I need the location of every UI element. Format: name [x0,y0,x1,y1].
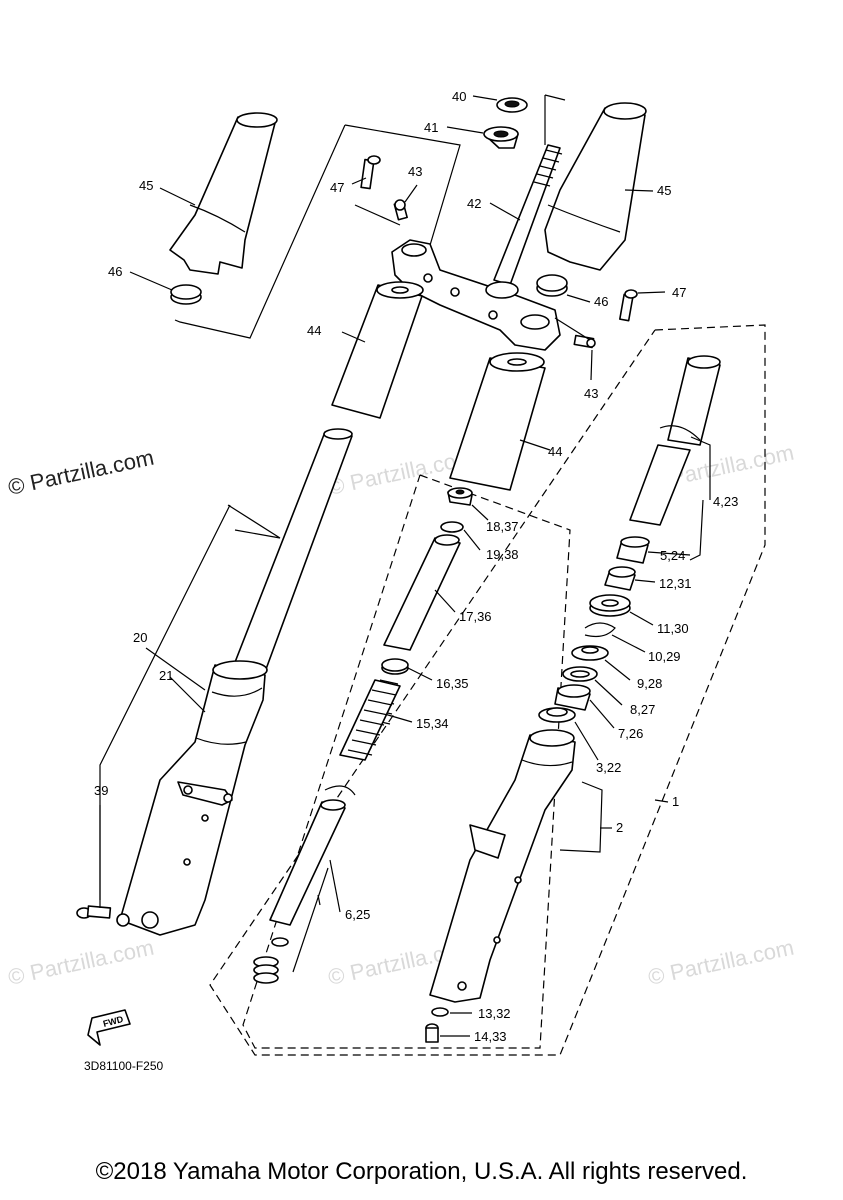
fork-cover-right-45 [544,102,647,271]
copyright-footer: ©2018 Yamaha Motor Corporation, U.S.A. A… [95,1158,748,1185]
label-9-28: 9,28 [637,676,662,691]
label-47-right: 47 [672,285,686,300]
label-16-35: 16,35 [436,676,469,691]
diagram-code: 3D81100-F250 [84,1059,163,1073]
washer-16-35 [381,658,409,675]
label-7-26: 7,26 [618,726,643,741]
washer-13-32 [431,1007,449,1017]
label-4-23: 4,23 [713,494,738,509]
label-18-37: 18,37 [486,519,519,534]
bushing-12-31 [604,566,636,591]
watermark-bottom-right: © Partzilla.com [646,935,796,990]
label-20: 20 [133,630,147,645]
label-46-right: 46 [594,294,608,309]
damper-rod-6-25 [269,799,346,947]
label-43-bottom: 43 [584,386,598,401]
fork-inner-tube-20 [229,428,353,681]
washer-40 [496,97,528,113]
bushing-5-24 [616,536,650,564]
lower-bracket [391,239,561,351]
bolt-43-bottom [573,334,596,349]
cap-bolt-18-37 [447,487,473,506]
label-43-top: 43 [408,164,422,179]
ring-right-46 [536,274,568,297]
label-44-right: 44 [548,444,562,459]
spacer-17-36 [383,534,461,651]
dashed-boundary-assembly-1 [209,324,766,1056]
bolt-39 [76,905,112,919]
fork-cover-left-45 [169,112,278,275]
spring-rebound [253,956,279,984]
label-45-right: 45 [657,183,671,198]
upper-bracket-outline [174,124,461,339]
label-12-31: 12,31 [659,576,692,591]
clip-10-29 [584,622,616,638]
label-19-38: 19,38 [486,547,519,562]
label-45-left: 45 [139,178,153,193]
seal-9-28 [571,645,609,661]
fwd-arrow-badge: FWD [87,1009,131,1046]
label-1: 1 [672,794,679,809]
steering-stem-42 [493,94,566,286]
bolt-47-left [360,155,381,190]
seal-3-22 [538,707,576,723]
label-13-32: 13,32 [478,1006,511,1021]
fork-outer-tube-21 [116,660,268,936]
label-2: 2 [616,820,623,835]
label-10-29: 10,29 [648,649,681,664]
washer-41 [483,126,519,149]
leader-lines [99,95,711,1037]
label-41: 41 [424,120,438,135]
watermark-bottom-left: © Partzilla.com [6,935,156,990]
oring-19-38 [440,521,464,533]
label-47-left: 47 [330,180,344,195]
bolt-14-33 [425,1023,439,1043]
bolt-43-top [393,199,408,221]
label-3-22: 3,22 [596,760,621,775]
bushing-7-26 [554,684,591,711]
watermark-main: © Partzilla.com [6,445,156,500]
label-11-30: 11,30 [657,621,689,636]
label-21: 21 [159,668,173,683]
label-17-36: 17,36 [459,609,492,624]
label-5-24: 5,24 [660,548,685,563]
outer-tube-2 [429,729,576,1003]
ring-left-46 [170,284,202,305]
bolt-47-right [619,289,638,322]
label-40: 40 [452,89,466,104]
circlip [324,785,356,796]
label-42: 42 [467,196,481,211]
label-44-left: 44 [307,323,321,338]
spring-15-34 [339,679,401,761]
label-15-34: 15,34 [416,716,449,731]
dashed-boundary-inner-kit [242,474,571,1049]
tube-44-right [449,352,546,491]
label-8-27: 8,27 [630,702,655,717]
label-6-25: 6,25 [345,907,370,922]
label-46-left: 46 [108,264,122,279]
washer-11-30 [589,594,631,617]
washer-8-27 [562,666,598,682]
tube-44-left [331,281,424,419]
label-14-33: 14,33 [474,1029,507,1044]
label-39: 39 [94,783,108,798]
inner-tube-4-23 [629,355,721,526]
